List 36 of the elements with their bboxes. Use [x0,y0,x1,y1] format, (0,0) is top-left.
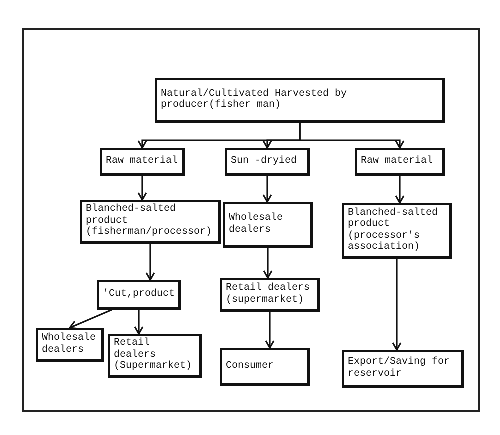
process-box [155,78,445,123]
box-text: Raw material [361,156,434,168]
process-box [108,334,202,378]
process-box [36,328,104,362]
box-text: Retail dealers (Supermarket) [114,338,194,373]
process-box [342,203,452,259]
box-text: 'Cut,product [103,288,174,300]
box-text: Export/Saving for reservoir [348,357,452,380]
arrow [265,312,275,349]
arrow [146,244,156,281]
arrow [134,310,144,335]
box-text: Consumer [226,360,276,372]
arrow [138,176,148,201]
arrow [299,123,405,149]
box-text: Natural/Cultivated Harvested by producer(fisher man) [161,88,348,112]
process-box [342,350,464,388]
process-box [80,200,221,244]
arrow [395,176,405,204]
arrow [262,176,272,203]
box-text: Wholesale dealers [229,213,284,236]
arrow [69,309,112,330]
box-text: Raw material [106,156,178,168]
box-text: Sun -dryied [231,156,298,168]
process-box [97,280,181,310]
box-text: Retail dealers (supermarket) [226,283,312,306]
box-text: Blanched-salted product (processor's association) [348,208,440,254]
process-box [225,148,310,176]
box-text: Blanched-salted product (fisherman/processor) [86,204,214,239]
arrow [392,259,402,351]
box-text: Wholesale dealers [42,333,97,356]
arrow [263,248,273,279]
process-box [223,202,313,248]
process-box [220,278,320,312]
process-box [100,148,185,176]
process-box [355,148,445,176]
process-box [220,348,310,386]
